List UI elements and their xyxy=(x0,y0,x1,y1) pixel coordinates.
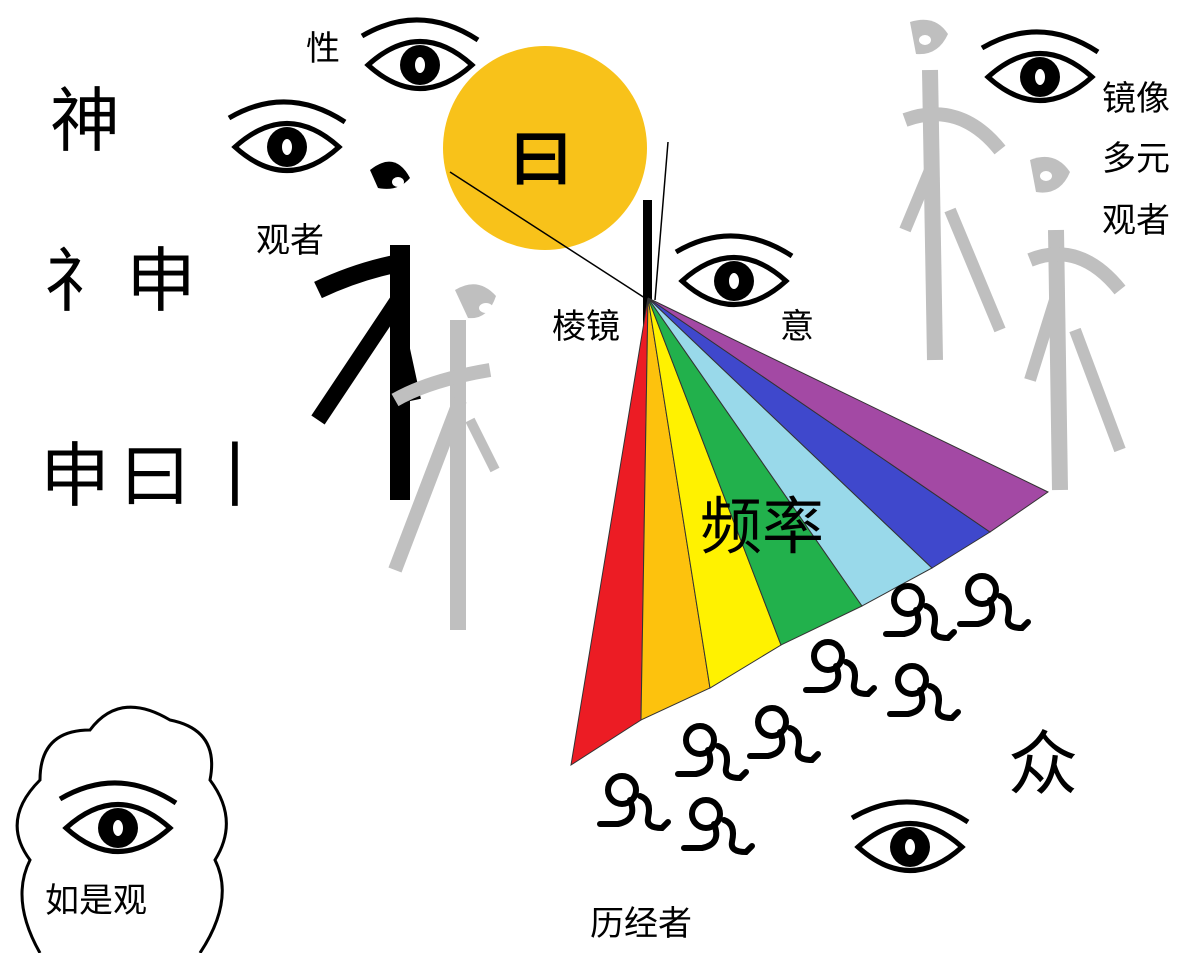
sun-circle: 曰 xyxy=(443,46,647,250)
person-glyph-icon xyxy=(600,776,668,828)
left-char-shen: 神 xyxy=(50,80,120,162)
crowd-label: 众 xyxy=(1008,723,1078,805)
person-glyph-icon xyxy=(960,576,1028,628)
mirror-label-1: 镜像 xyxy=(1102,79,1170,119)
mirror-label-3: 观者 xyxy=(1102,201,1170,241)
intent-label: 意 xyxy=(780,307,814,347)
person-glyph-icon xyxy=(678,726,746,778)
viewer-label: 观者 xyxy=(256,221,324,261)
eye-icon xyxy=(982,32,1098,101)
glasses-figure-icon xyxy=(388,284,500,630)
eye-icon xyxy=(362,20,478,89)
frequency-label: 频率 xyxy=(700,490,824,563)
eye-icon xyxy=(676,236,792,305)
eye-icon xyxy=(852,802,968,871)
glasses-figure-icon xyxy=(1024,156,1126,491)
glasses-figure-icon xyxy=(899,19,1006,361)
person-glyph-icon xyxy=(886,586,954,638)
person-glyph-icon xyxy=(890,666,958,718)
person-glyph-icon xyxy=(684,800,752,852)
sun-character: 曰 xyxy=(510,122,572,195)
left-chars-shi-shen: 礻申 xyxy=(44,240,208,322)
nature-label: 性 xyxy=(306,29,340,69)
experiencer-label: 历经者 xyxy=(590,904,692,944)
person-glyph-icon xyxy=(750,708,818,760)
glasses-figure-icon xyxy=(311,161,421,500)
spectrum-fan xyxy=(570,297,1049,767)
as-is-view-label: 如是观 xyxy=(45,881,147,921)
prism-bar xyxy=(643,200,652,395)
person-glyph-icon xyxy=(806,642,874,694)
prism-label: 棱镜 xyxy=(552,307,620,347)
eye-icon xyxy=(229,102,345,171)
left-chars-shen-yue-gun: 申曰丨 xyxy=(40,435,280,517)
mirror-label-2: 多元 xyxy=(1102,139,1170,179)
